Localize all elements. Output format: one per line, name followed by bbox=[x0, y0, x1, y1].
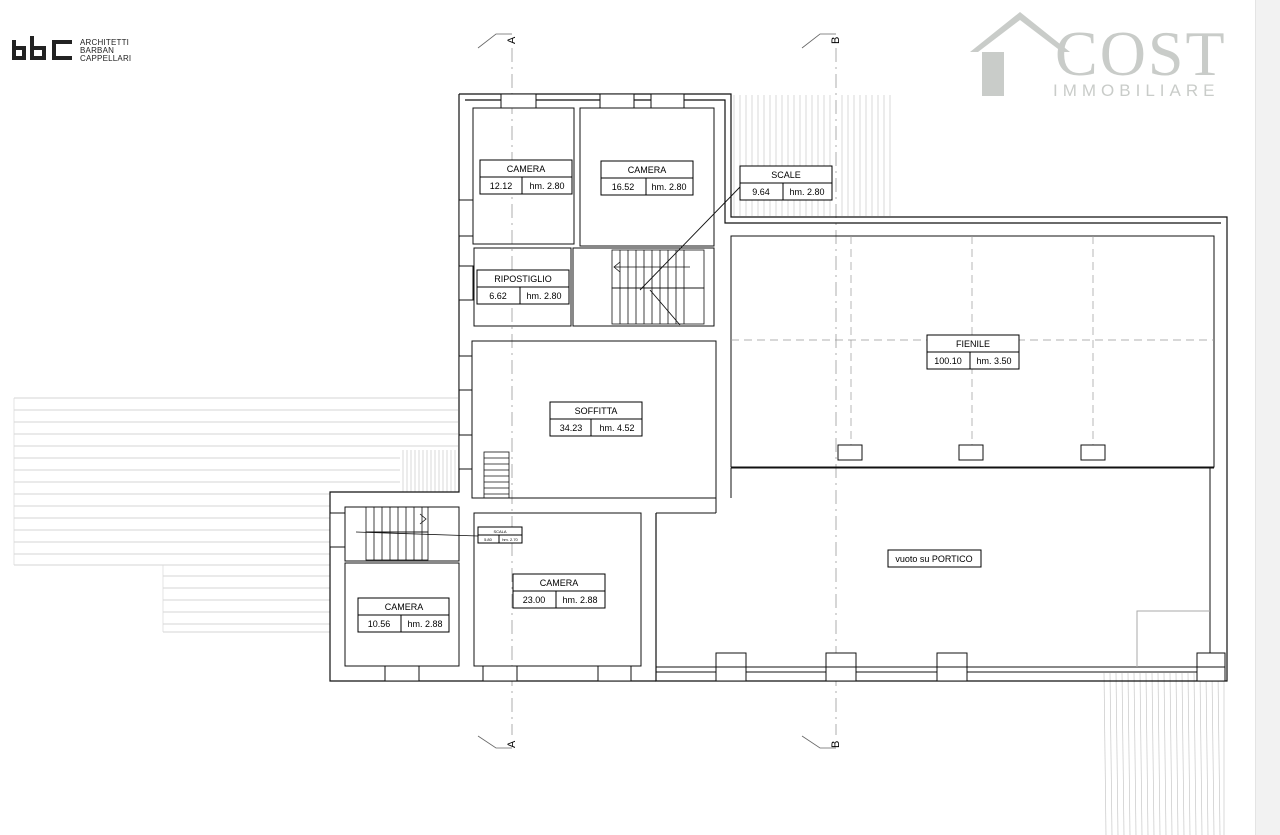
room-area: 5.80 bbox=[484, 537, 493, 542]
room-area: 34.23 bbox=[560, 423, 583, 433]
room-label-scale: SCALE 9.64 hm. 2.80 bbox=[739, 165, 833, 201]
room-label-soffitta: SOFFITTA 34.23 hm. 4.52 bbox=[549, 401, 643, 437]
room-name: FIENILE bbox=[956, 339, 990, 349]
room-height: hm. 2.80 bbox=[526, 291, 561, 301]
section-b-bottom: B bbox=[830, 741, 842, 748]
room-name: SCALA bbox=[493, 529, 506, 534]
abc-logo: ARCHITETTI BARBAN CAPPELLARI bbox=[12, 36, 131, 63]
room-height: hm. 2.80 bbox=[529, 181, 564, 191]
room-area: 100.10 bbox=[934, 356, 962, 366]
main-stairs bbox=[611, 186, 741, 326]
room-name: SOFFITTA bbox=[575, 406, 618, 416]
abc-logo-mark bbox=[12, 36, 72, 60]
room-label-camera-4: CAMERA 10.56 hm. 2.88 bbox=[357, 597, 450, 633]
room-height: hm. 2.88 bbox=[562, 595, 597, 605]
room-name: CAMERA bbox=[507, 164, 546, 174]
room-name: RIPOSTIGLIO bbox=[494, 274, 552, 284]
abc-line-3: CAPPELLARI bbox=[80, 54, 131, 63]
room-height: hm. 2.70 bbox=[502, 537, 518, 542]
roof-hatch-left bbox=[13, 397, 458, 633]
room-name: SCALE bbox=[771, 170, 801, 180]
small-stairs bbox=[355, 451, 510, 561]
room-label-camera-1: CAMERA 12.12 hm. 2.80 bbox=[479, 159, 573, 195]
room-label-ripostiglio: RIPOSTIGLIO 6.62 hm. 2.80 bbox=[476, 269, 570, 305]
abc-line-1: ARCHITETTI bbox=[80, 38, 129, 47]
cost-sub: IMMOBILIARE bbox=[1053, 81, 1219, 100]
room-area: 10.56 bbox=[368, 619, 391, 629]
room-label-camera-3: CAMERA 23.00 hm. 2.88 bbox=[512, 573, 606, 609]
room-area: 16.52 bbox=[612, 182, 635, 192]
room-label-scala-small: SCALA 5.80 hm. 2.70 bbox=[477, 526, 523, 544]
portico-area bbox=[656, 468, 1226, 682]
cost-brand: COST bbox=[1055, 18, 1227, 89]
portico-label: vuoto su PORTICO bbox=[887, 549, 982, 568]
room-area: 6.62 bbox=[489, 291, 507, 301]
room-height: hm. 2.80 bbox=[651, 182, 686, 192]
roof-hatch-top bbox=[733, 95, 891, 216]
fienile-area bbox=[730, 235, 1215, 469]
roof-hatch-bottom-right bbox=[1103, 672, 1225, 835]
house-icon bbox=[970, 12, 1070, 52]
room-name: CAMERA bbox=[385, 602, 424, 612]
section-b-top: B bbox=[830, 37, 842, 44]
room-height: hm. 4.52 bbox=[599, 423, 634, 433]
section-a-top: A bbox=[506, 36, 518, 44]
abc-line-2: BARBAN bbox=[80, 46, 114, 55]
room-label-camera-2: CAMERA 16.52 hm. 2.80 bbox=[600, 160, 694, 196]
cost-logo: COST IMMOBILIARE bbox=[970, 12, 1227, 100]
roof-hatch-middle bbox=[402, 450, 456, 492]
room-area: 12.12 bbox=[490, 181, 513, 191]
room-name: CAMERA bbox=[540, 578, 579, 588]
room-height: hm. 2.88 bbox=[407, 619, 442, 629]
section-a-bottom: A bbox=[506, 740, 518, 748]
room-height: hm. 2.80 bbox=[789, 187, 824, 197]
room-label-fienile: FIENILE 100.10 hm. 3.50 bbox=[926, 334, 1020, 370]
room-area: 9.64 bbox=[752, 187, 770, 197]
windows bbox=[329, 93, 685, 682]
scrollbar-track[interactable] bbox=[1255, 0, 1280, 835]
room-name: CAMERA bbox=[628, 165, 667, 175]
room-height: hm. 3.50 bbox=[976, 356, 1011, 366]
room-area: 23.00 bbox=[523, 595, 546, 605]
portico-text: vuoto su PORTICO bbox=[895, 554, 972, 564]
